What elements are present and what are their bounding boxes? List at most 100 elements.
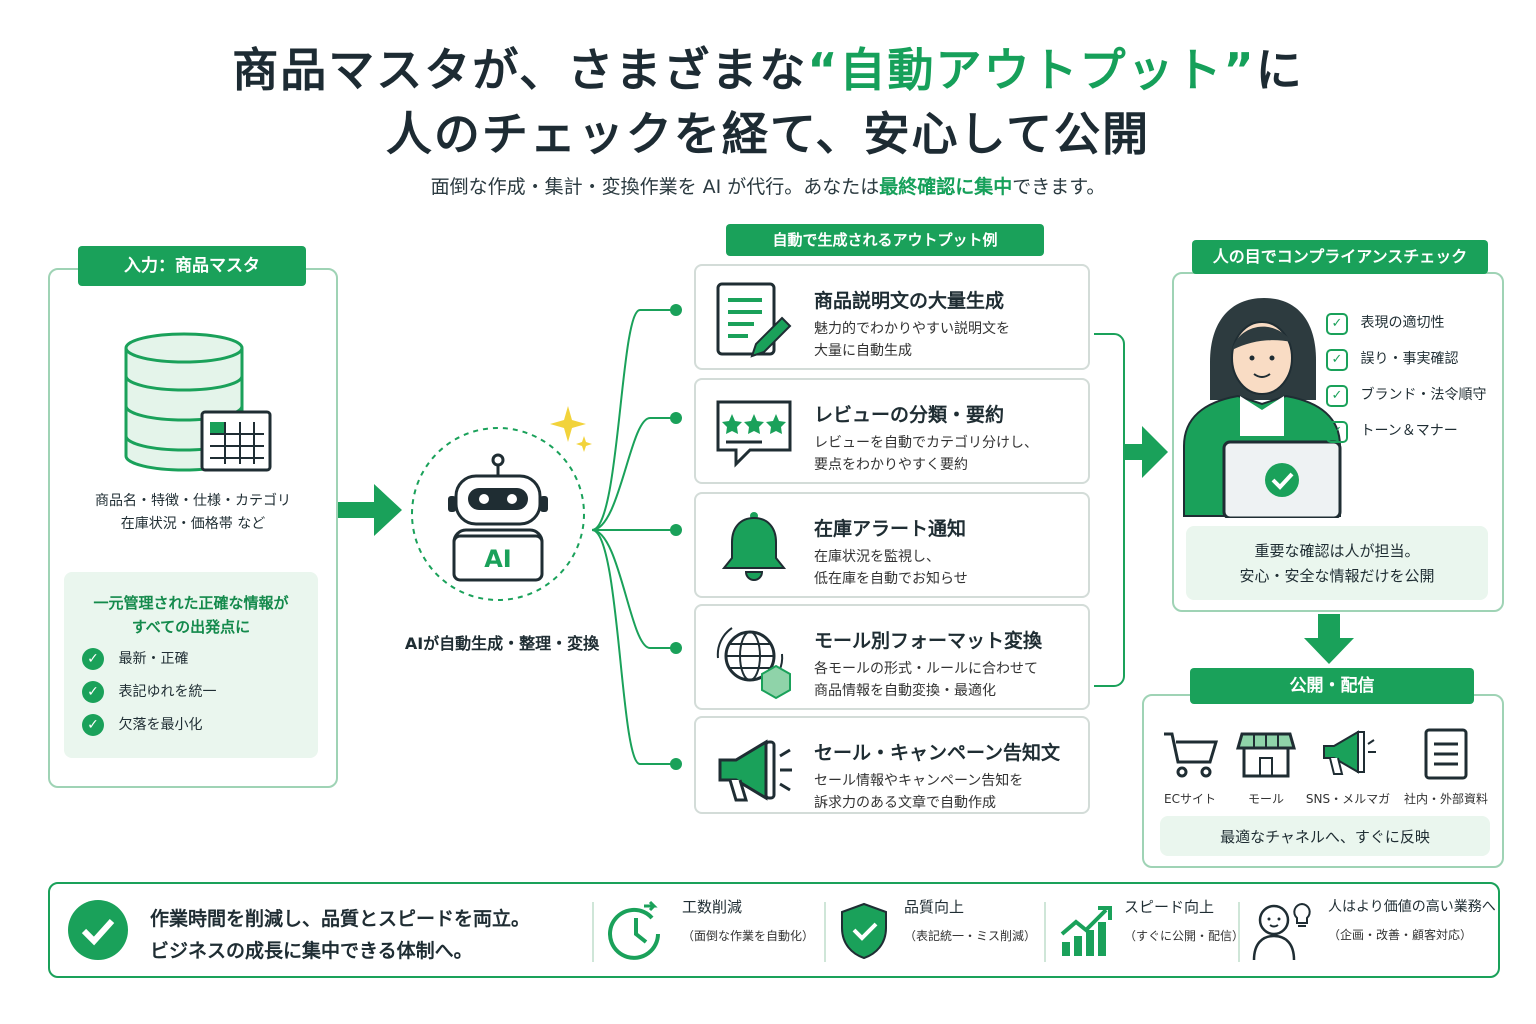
channel-label: SNS・メルマガ: [1305, 792, 1391, 806]
document-pen-icon: [716, 282, 792, 358]
input-desc-line1: 商品名・特徴・仕様・カテゴリ: [95, 493, 291, 509]
megaphone-icon: [1323, 730, 1376, 775]
summary-item-title: 品質向上: [904, 898, 965, 916]
compliance-check-label: 誤り・事実確認: [1360, 351, 1459, 367]
input-benefit-box: [64, 572, 318, 758]
compliance-check-label: 表現の適切性: [1360, 315, 1445, 331]
input-box-title-line2: すべての出発点に: [131, 618, 251, 636]
publish-tag: 公開・配信: [1190, 668, 1474, 704]
bell-icon: [721, 512, 787, 581]
compliance-check-label: トーン＆マナー: [1360, 423, 1458, 439]
divider: [592, 902, 594, 962]
globe-box-icon: [716, 627, 791, 700]
subtitle-text: 面倒な作成・集計・変換作業を AI が代行。あなたは: [430, 176, 880, 198]
compliance-tag: 人の目でコンプライアンスチェック: [1192, 240, 1488, 274]
arrow-down-icon: [1304, 614, 1354, 664]
ai-caption: AIが自動生成・整理・変換: [404, 634, 600, 653]
output-card-format: モール別フォーマット変換 各モールの形式・ルールに合わせて 商品情報を自動変換・…: [694, 604, 1090, 710]
subtitle-text-end: できます。: [1012, 176, 1106, 198]
divider: [1238, 902, 1240, 962]
output-card-stock-alert: 在庫アラート通知 在庫状況を監視し、 低在庫を自動でお知らせ: [694, 492, 1090, 598]
checkbox-icon: ✓: [1326, 385, 1348, 407]
output-card-review: レビューの分類・要約 レビューを自動でカテゴリ分けし、 要点をわかりやすく要約: [694, 378, 1090, 484]
checkbox-icon: ✓: [1326, 349, 1348, 371]
input-check-label: 欠落を最小化: [118, 717, 203, 733]
title-highlight: “自動アウトプット”: [807, 43, 1256, 97]
card-desc: 魅力的でわかりやすい説明文を 大量に自動生成: [814, 321, 1010, 359]
summary-item-speed: スピード向上 （すぐに公開・配信）: [1124, 896, 1244, 944]
bracket-arrow: [1094, 333, 1168, 687]
page-title-line2: 人のチェックを経て、安心して公開: [385, 107, 1151, 161]
compliance-check-3: ✓ ブランド・法令順守: [1326, 384, 1486, 407]
ai-robot-icon: [411, 406, 592, 601]
card-desc: 在庫状況を監視し、 低在庫を自動でお知らせ: [814, 549, 968, 587]
compliance-check-4: ✓ トーン＆マナー: [1326, 420, 1458, 443]
cart-icon: [1164, 732, 1219, 778]
card-title: 商品説明文の大量生成: [814, 290, 1005, 312]
card-desc: セール情報やキャンペーン告知を 訴求力のある文章で自動作成: [814, 773, 1024, 811]
summary-item-title: 工数削減: [682, 898, 743, 916]
summary-item-sub: （面倒な作業を自動化）: [682, 929, 815, 943]
card-desc: 各モールの形式・ルールに合わせて 商品情報を自動変換・最適化: [814, 661, 1038, 699]
compliance-check-2: ✓ 誤り・事実確認: [1326, 348, 1458, 371]
input-check-label: 最新・正確: [118, 651, 189, 667]
summary-item-title: 人はより価値の高い業務へ: [1328, 899, 1496, 915]
summary-line2: ビジネスの成長に集中できる体制へ。: [150, 940, 473, 962]
input-check-1: ✓ 最新・正確: [82, 648, 188, 670]
summary-item-quality: 品質向上 （表記統一・ミス削減）: [904, 896, 1036, 944]
title-text-end: に: [1255, 43, 1304, 97]
check-icon: ✓: [82, 648, 104, 670]
check-icon: ✓: [82, 714, 104, 736]
input-check-label: 表記ゆれを統一: [118, 684, 217, 700]
card-title: 在庫アラート通知: [814, 518, 967, 540]
publish-note-box: [1160, 816, 1490, 856]
input-check-2: ✓ 表記ゆれを統一: [82, 681, 216, 703]
ai-badge: AI: [484, 545, 512, 573]
document-list-icon: [1424, 728, 1468, 780]
card-desc: レビューを自動でカテゴリ分けし、 要点をわかりやすく要約: [814, 435, 1038, 473]
compliance-note-line2: 安心・安全な情報だけを公開: [1239, 567, 1435, 585]
channel-label: ECサイト: [1164, 792, 1216, 806]
arrow-right-icon: [338, 484, 402, 536]
summary-item-sub: （企画・改善・顧客対応）: [1328, 928, 1473, 942]
summary-item-value: 人はより価値の高い業務へ （企画・改善・顧客対応）: [1328, 896, 1496, 943]
page-title-line1: 商品マスタが、さまざまな“自動アウトプット”に: [0, 34, 1536, 100]
output-card-description: 商品説明文の大量生成 魅力的でわかりやすい説明文を 大量に自動生成: [694, 264, 1090, 370]
channel-docs: 社内・外部資料: [1400, 728, 1492, 807]
title-text: 商品マスタが、さまざまな: [232, 43, 808, 97]
divider: [1044, 902, 1046, 962]
review-stars-icon: [716, 400, 792, 468]
summary-line1: 作業時間を削減し、品質とスピードを両立。: [150, 908, 531, 930]
publish-note: 最適なチャネルへ、すぐに反映: [1220, 828, 1430, 846]
clock-icon: [608, 900, 660, 960]
checkbox-icon: ✓: [1326, 313, 1348, 335]
compliance-note-line1: 重要な確認は人が担当。: [1254, 542, 1420, 560]
input-check-3: ✓ 欠落を最小化: [82, 714, 202, 736]
channel-mall: モール: [1220, 728, 1312, 807]
connector-lines: [591, 304, 682, 770]
card-title: レビューの分類・要約: [814, 404, 1005, 426]
outputs-tag: 自動で生成されるアウトプット例: [726, 224, 1044, 256]
megaphone-icon: [718, 739, 792, 802]
shield-check-icon: [841, 902, 887, 960]
card-title: モール別フォーマット変換: [814, 630, 1043, 652]
page-subtitle: 面倒な作成・集計・変換作業を AI が代行。あなたは最終確認に集中できます。: [0, 172, 1536, 199]
input-box-title-line1: 一元管理された正確な情報が: [93, 594, 289, 612]
summary-item-effort: 工数削減 （面倒な作業を自動化）: [682, 896, 814, 944]
person-idea-icon: [1252, 902, 1311, 961]
card-title: セール・キャンペーン告知文: [814, 742, 1061, 764]
growth-chart-icon: [1060, 906, 1112, 956]
summary-item-sub: （表記統一・ミス削減）: [904, 929, 1037, 943]
channel-label: 社内・外部資料: [1403, 792, 1488, 806]
database-icon: [124, 332, 272, 472]
store-icon: [1236, 732, 1296, 778]
divider: [824, 902, 826, 962]
checkbox-icon: ✓: [1326, 421, 1348, 443]
channel-ec: ECサイト: [1144, 728, 1236, 807]
summary-item-title: スピード向上: [1124, 898, 1215, 916]
check-circle-icon: [68, 900, 128, 960]
summary-item-sub: （すぐに公開・配信）: [1124, 929, 1245, 943]
summary-panel: [48, 882, 1500, 978]
subtitle-highlight: 最終確認に集中: [879, 176, 1013, 198]
compliance-check-label: ブランド・法令順守: [1360, 387, 1487, 403]
